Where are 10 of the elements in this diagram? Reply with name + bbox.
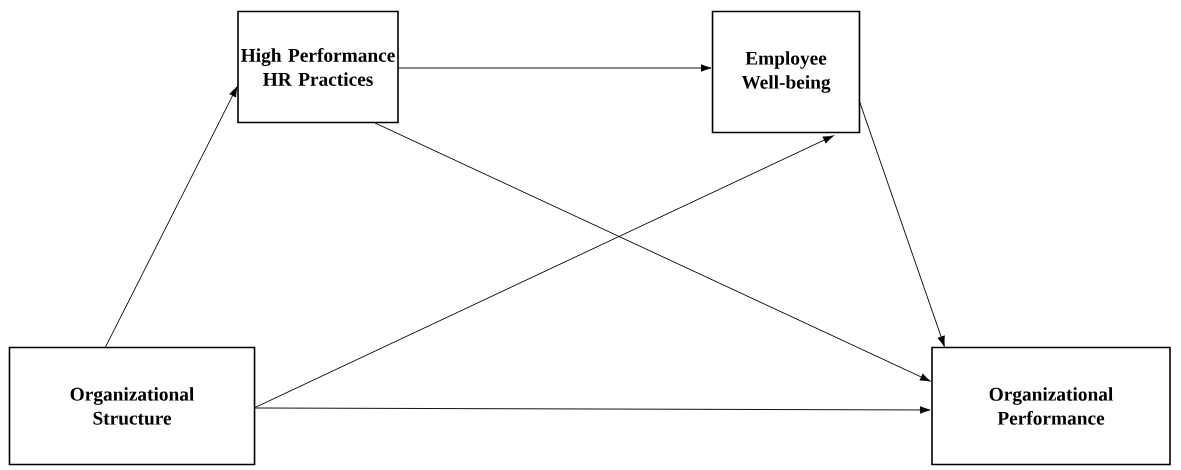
concept-box: Organizational Structure <box>8 346 256 466</box>
arrow <box>253 135 834 409</box>
concept-box: High Performance HR Practices <box>237 10 399 124</box>
concept-box: Organizational Performance <box>931 346 1171 466</box>
arrow <box>253 406 931 414</box>
arrow <box>104 86 238 349</box>
arrow <box>858 99 945 347</box>
arrow <box>374 122 931 382</box>
arrow <box>397 64 712 72</box>
concept-box: Employee Well-being <box>711 10 861 134</box>
